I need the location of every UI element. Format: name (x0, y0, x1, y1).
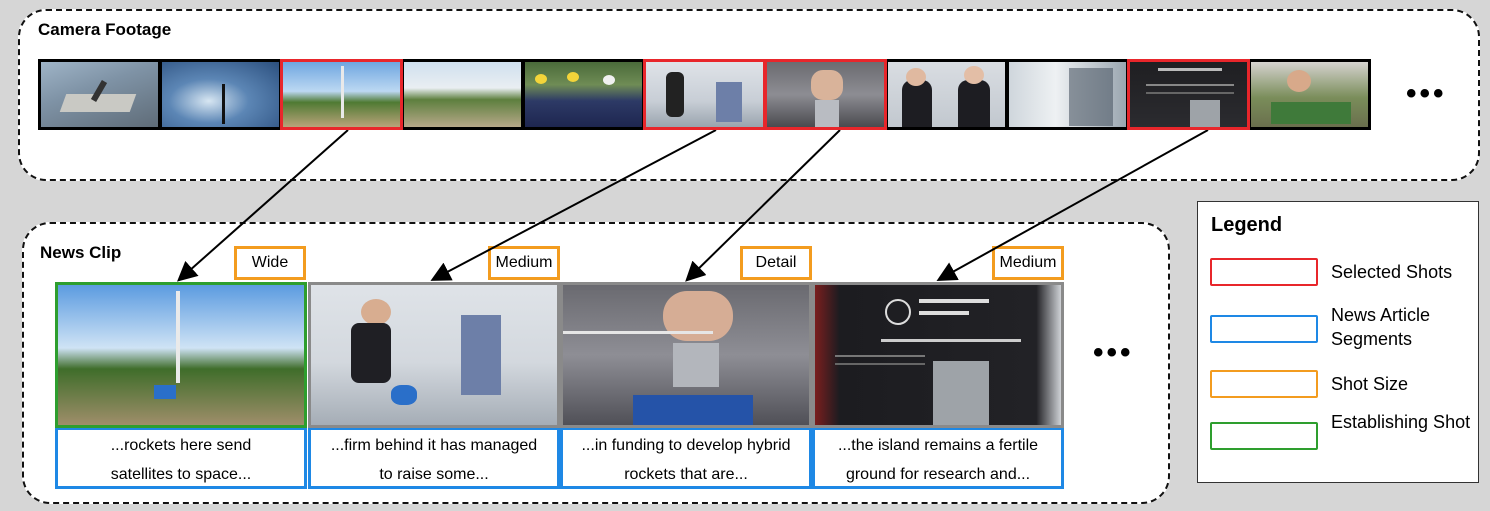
footage-frame (38, 59, 161, 130)
legend-title: Legend (1211, 214, 1283, 236)
caption-line: ...in funding to develop hybrid (581, 437, 791, 454)
shot-size-badge: Medium (488, 246, 560, 280)
frame-image (162, 62, 279, 127)
article-segment: ...in funding to develop hybrid rockets … (560, 427, 812, 489)
news-clip-ellipsis: ••• (1093, 336, 1134, 369)
article-segment: ...the island remains a fertile ground f… (812, 427, 1064, 489)
caption-line: ...firm behind it has managed (330, 437, 538, 454)
shot-frame (560, 282, 812, 428)
news-clip-shot: ...in funding to develop hybrid rockets … (560, 282, 812, 489)
legend-label: News Article Segments (1331, 305, 1431, 349)
footage-frame (885, 59, 1008, 130)
footage-frame-selected (764, 59, 887, 130)
footage-frame (522, 59, 645, 130)
caption-line: satellites to space... (110, 466, 252, 483)
frame-image (1130, 62, 1247, 127)
footage-frame (1248, 59, 1371, 130)
shot-frame (812, 282, 1064, 428)
article-segment: ...firm behind it has managed to raise s… (308, 427, 560, 489)
news-clip-shot: ...firm behind it has managed to raise s… (308, 282, 560, 489)
legend-label: Shot Size (1331, 374, 1409, 394)
camera-footage-title: Camera Footage (38, 20, 172, 39)
footage-frame-selected (1127, 59, 1250, 130)
film-strip (38, 59, 1371, 130)
frame-image (404, 62, 521, 127)
caption-line: ...rockets here send (110, 437, 252, 454)
legend-swatch-blue (1210, 315, 1318, 343)
caption-line: to raise some... (379, 466, 489, 483)
legend-swatch-orange (1210, 370, 1318, 398)
caption-line: rockets that are... (624, 466, 748, 483)
camera-footage-ellipsis: ••• (1406, 77, 1447, 110)
article-segment: ...rockets here send satellites to space… (55, 427, 307, 489)
footage-frame (401, 59, 524, 130)
legend-label: Establishing Shot (1331, 412, 1471, 432)
legend-label: Selected Shots (1331, 262, 1453, 282)
shot-image (58, 285, 304, 425)
shot-size-badge: Detail (740, 246, 812, 280)
shot-image (311, 285, 557, 425)
news-clip-shot: ...the island remains a fertile ground f… (812, 282, 1064, 489)
footage-frame-selected (643, 59, 766, 130)
shot-size-badge: Medium (992, 246, 1064, 280)
footage-frame (159, 59, 282, 130)
caption-line: ground for research and... (845, 466, 1031, 483)
footage-frame (1006, 59, 1129, 130)
shot-size-badge: Wide (234, 246, 306, 280)
legend-swatch-green (1210, 422, 1318, 450)
establishing-shot-frame (55, 282, 307, 428)
news-clip-shot: ...rockets here send satellites to space… (55, 282, 307, 489)
legend-swatch-red (1210, 258, 1318, 286)
footage-frame-selected (280, 59, 403, 130)
caption-line: ...the island remains a fertile (837, 437, 1039, 454)
news-clip-title: News Clip (40, 243, 122, 262)
shot-frame (308, 282, 560, 428)
frame-image (646, 62, 763, 127)
frame-image (525, 62, 642, 127)
legend: Legend Selected Shots News Article Segme… (1197, 201, 1479, 483)
